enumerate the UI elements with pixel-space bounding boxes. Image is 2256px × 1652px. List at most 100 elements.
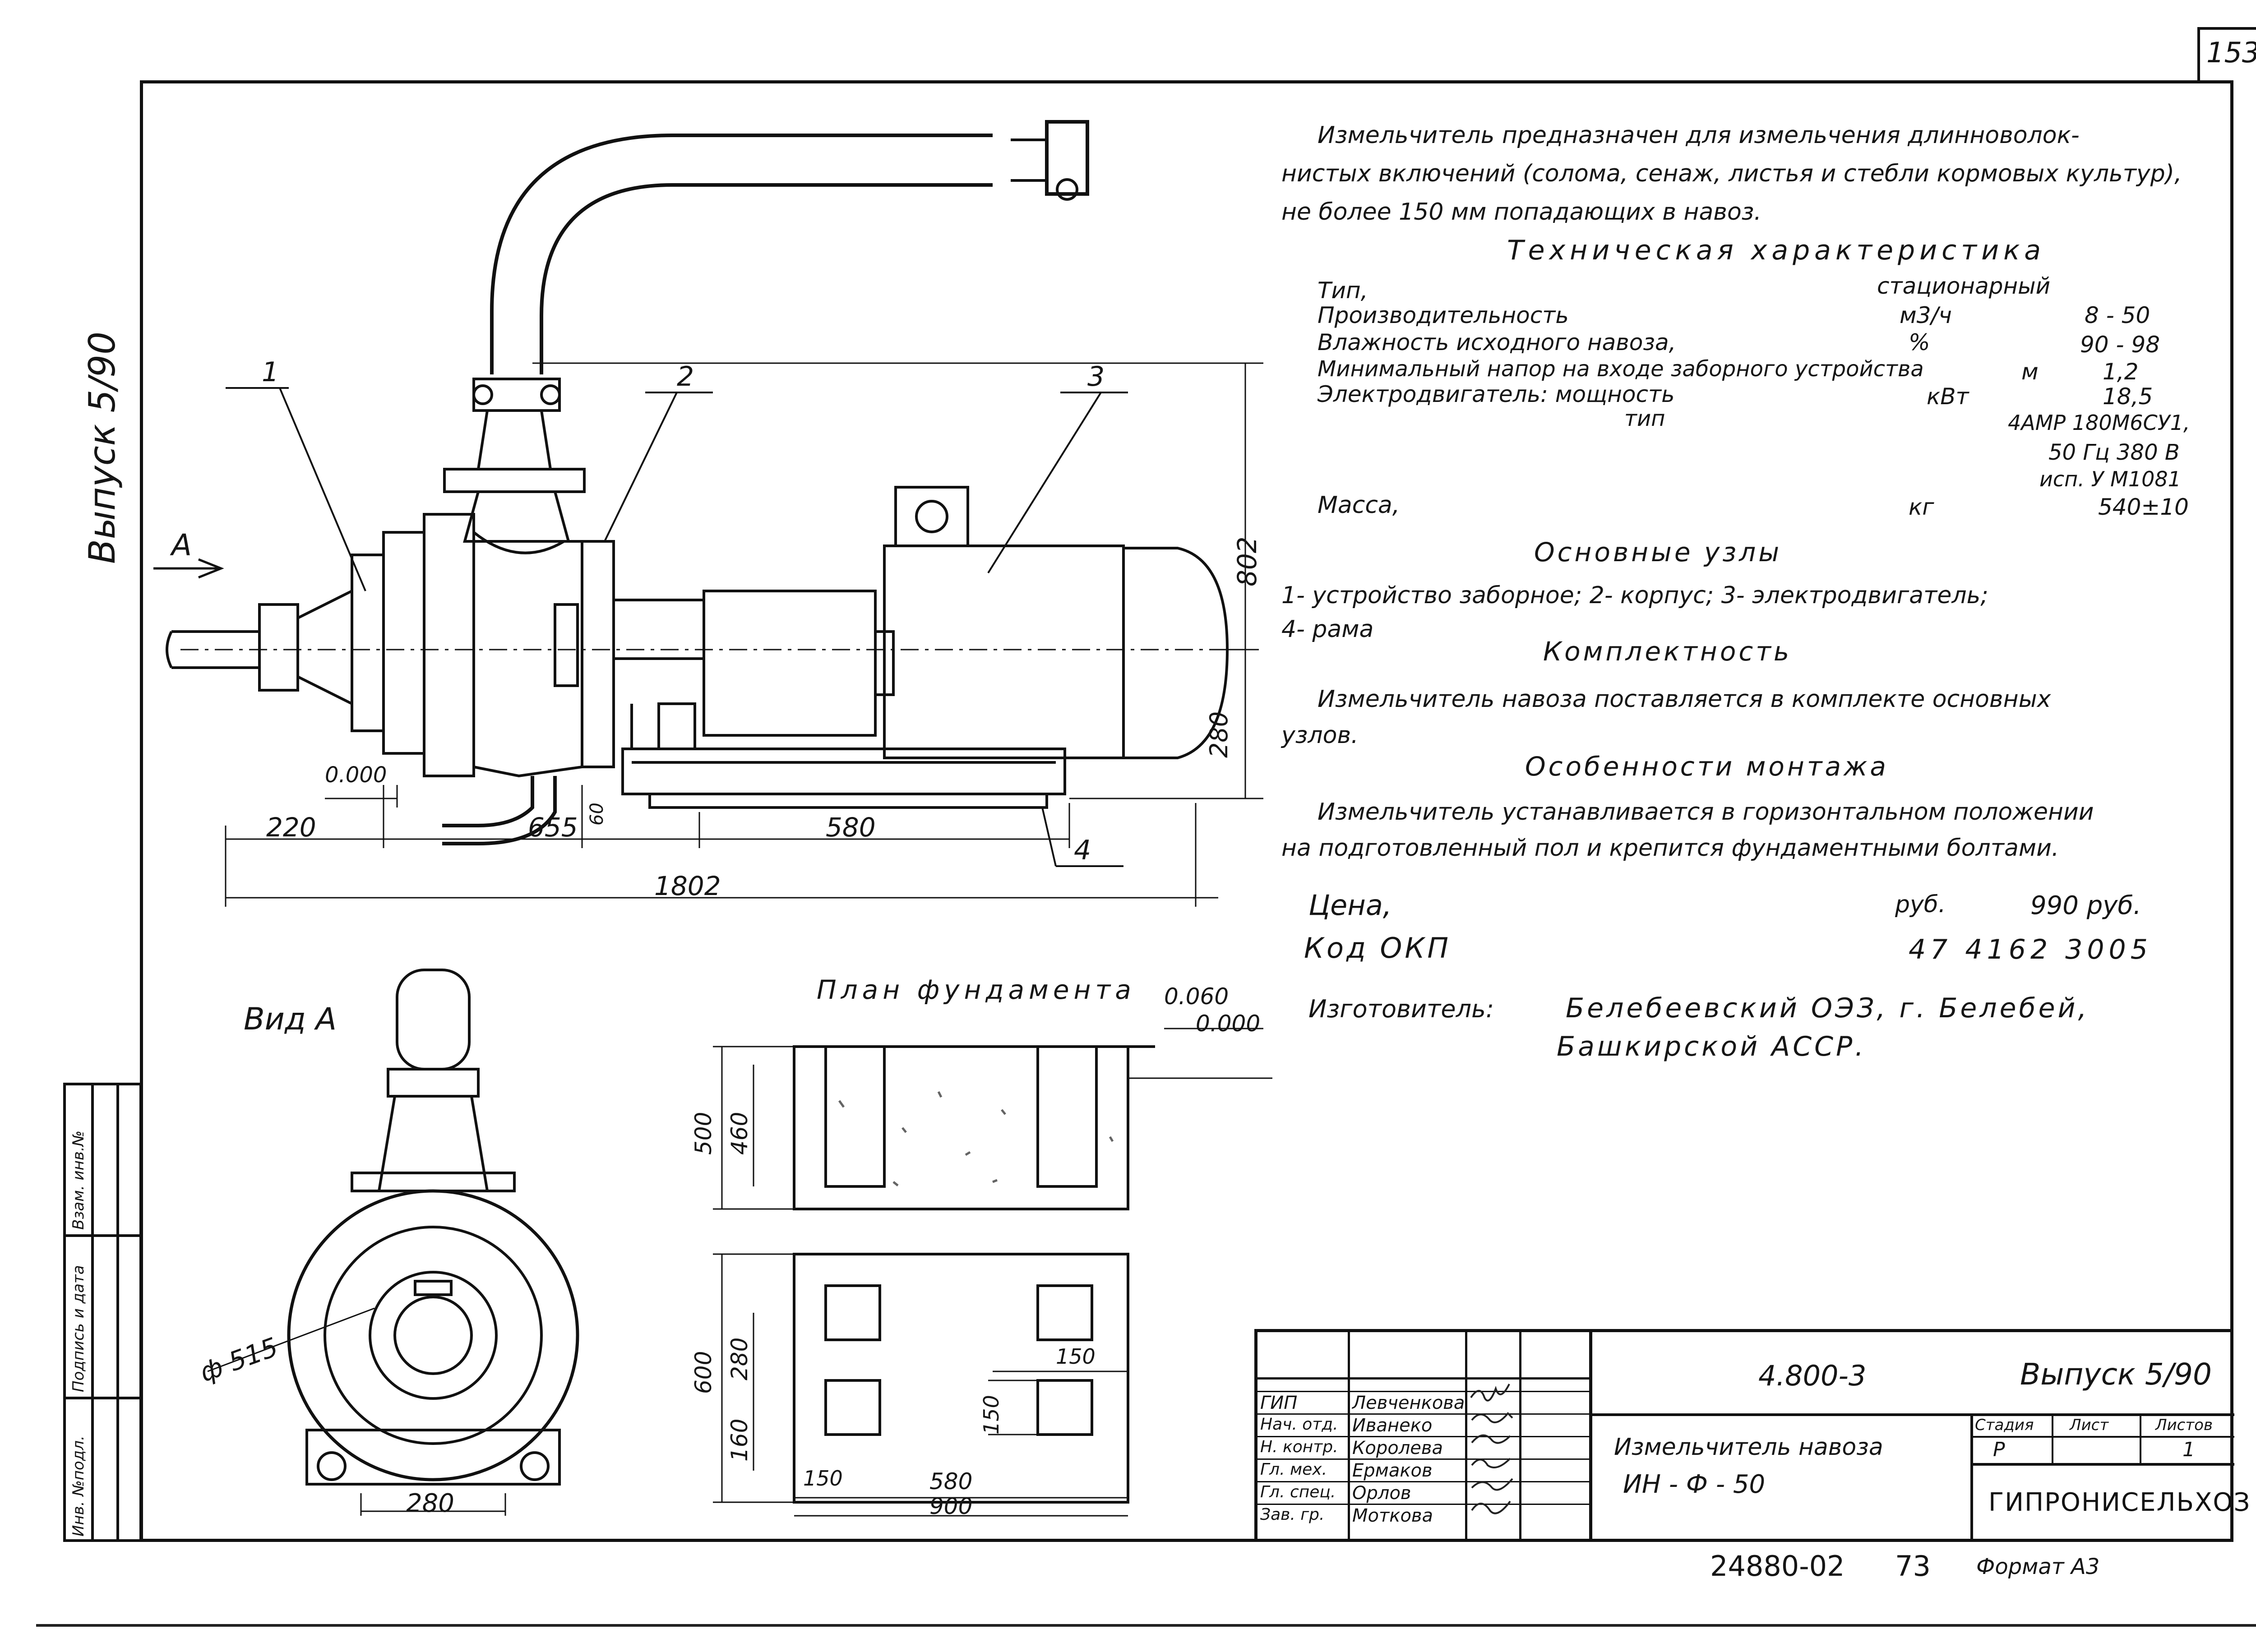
motor bbox=[883, 545, 1125, 759]
view-a-flange-outer bbox=[287, 1189, 579, 1481]
stamp-name-5: Моткова bbox=[1352, 1505, 1433, 1526]
stamp-role-1: Нач. отд. bbox=[1260, 1415, 1338, 1434]
drain-pipe bbox=[442, 776, 534, 827]
foundation-plan bbox=[793, 1253, 1129, 1504]
tech-row-0-label: Тип, bbox=[1318, 277, 1368, 304]
stamp-stage: Р bbox=[1993, 1438, 2005, 1461]
mount-line-2: на подготовленный пол и крепится фундаме… bbox=[1281, 835, 2059, 862]
price-value: 990 руб. bbox=[2030, 891, 2141, 920]
stamp-role-2: Н. контр. bbox=[1260, 1438, 1338, 1456]
drawing-frame bbox=[140, 80, 2233, 1542]
tech-row-4-value: 18,5 bbox=[2103, 383, 2153, 410]
description-line-1: Измельчитель предназначен для измельчени… bbox=[1318, 122, 2080, 149]
plan-900: 900 bbox=[929, 1493, 973, 1519]
tech-row-2-label: Влажность исходного навоза, bbox=[1318, 329, 1676, 355]
housing-flange-left bbox=[351, 554, 385, 732]
pipe-clamp-top bbox=[1045, 120, 1089, 196]
plan-0000: 0.000 bbox=[1196, 1011, 1261, 1037]
stamp-name-3: Ермаков bbox=[1352, 1460, 1433, 1481]
tech-row-8-value: 540±10 bbox=[2098, 494, 2189, 520]
price-label: Цена, bbox=[1308, 889, 1392, 922]
dim-280: 280 bbox=[1205, 711, 1233, 758]
tech-title: Техническая характеристика bbox=[1507, 235, 2046, 266]
okp-value: 47 4162 3005 bbox=[1909, 934, 2152, 965]
dim-280b: 280 bbox=[406, 1489, 454, 1518]
housing bbox=[472, 529, 583, 778]
maker-label: Изготовитель: bbox=[1308, 995, 1494, 1023]
tech-row-8-unit: кг bbox=[1909, 494, 1934, 520]
stamp-role-3: Гл. мех. bbox=[1260, 1460, 1327, 1479]
plan-0060: 0.060 bbox=[1164, 983, 1229, 1010]
dim-1802: 1802 bbox=[654, 871, 721, 901]
plan-150-b: 150 bbox=[1056, 1344, 1096, 1369]
stamp-role-4: Гл. спец. bbox=[1260, 1483, 1336, 1501]
plan-600: 600 bbox=[690, 1351, 717, 1394]
sheet-number: 153 bbox=[2206, 36, 2256, 69]
okp-label: Код ОКП bbox=[1304, 932, 1451, 964]
callout-2: 2 bbox=[677, 361, 694, 392]
bottom-format: Формат А3 bbox=[1976, 1554, 2100, 1579]
stamp-title-line-1: Измельчитель навоза bbox=[1614, 1434, 1883, 1461]
bottom-page: 73 bbox=[1895, 1550, 1931, 1583]
dim-60: 60 bbox=[587, 803, 607, 826]
base-frame bbox=[621, 748, 1066, 795]
plan-460: 460 bbox=[726, 1112, 753, 1155]
complete-line-1: Измельчитель навоза поставляется в компл… bbox=[1318, 686, 2051, 713]
tech-row-7-value: исп. У М1081 bbox=[2039, 467, 2181, 491]
callout-3: 3 bbox=[1087, 361, 1105, 392]
tech-row-3-unit: м bbox=[2021, 359, 2039, 385]
nodes-line-1: 1- устройство заборное; 2- корпус; 3- эл… bbox=[1281, 582, 1988, 609]
title-block: 4.800-3 Выпуск 5/90 Измельчитель навоза … bbox=[1254, 1329, 2250, 1542]
dim-802: 802 bbox=[1232, 536, 1262, 586]
nodes-line-2: 4- рама bbox=[1281, 616, 1374, 643]
stamp-stage-header: Стадия bbox=[1975, 1416, 2034, 1434]
stamp-issue: Выпуск 5/90 bbox=[2020, 1357, 2212, 1392]
stamp-role-0: ГИП bbox=[1260, 1393, 1298, 1413]
stamp-sheets-header: Листов bbox=[2155, 1416, 2213, 1434]
stamp-doc-code: 4.800-3 bbox=[1758, 1359, 1867, 1392]
tech-row-5-label: тип bbox=[1624, 406, 1665, 431]
complete-line-2: узлов. bbox=[1281, 722, 1359, 749]
signatures bbox=[1470, 1384, 1513, 1514]
plan-580: 580 bbox=[929, 1468, 973, 1495]
plan-title: План фундамента bbox=[817, 974, 1136, 1005]
pipe-clamp-low bbox=[472, 378, 561, 412]
discharge-pipe bbox=[490, 134, 993, 374]
sheet-number-box bbox=[2197, 27, 2256, 80]
tech-row-0-value: стационарный bbox=[1877, 273, 2051, 299]
side-stamp: Инв. №подл. Подпись и дата Взам. инв.№ bbox=[63, 1083, 142, 1542]
stamp-name-1: Иванеко bbox=[1352, 1415, 1433, 1436]
dim-655: 655 bbox=[528, 812, 578, 843]
plan-150-c: 150 bbox=[979, 1395, 1003, 1435]
dim-220: 220 bbox=[266, 812, 316, 843]
tech-row-5-value: 4АМР 180М6СУ1, bbox=[2008, 411, 2190, 435]
tech-row-4-unit: кВт bbox=[1927, 383, 1969, 410]
stamp-name-0: Левченкова bbox=[1352, 1393, 1465, 1413]
tech-row-4-label: Электродвигатель: мощность bbox=[1318, 381, 1675, 407]
description-line-2: нистых включений (солома, сенаж, листья … bbox=[1281, 160, 2182, 187]
mount-line-1: Измельчитель устанавливается в горизонта… bbox=[1318, 798, 2094, 826]
plan-500: 500 bbox=[690, 1112, 717, 1155]
arrow-a-label: А bbox=[171, 528, 192, 563]
tech-row-2-value: 90 - 98 bbox=[2080, 332, 2160, 358]
stamp-role-5: Зав. гр. bbox=[1260, 1505, 1325, 1524]
mount-title: Особенности монтажа bbox=[1525, 751, 1889, 782]
bottom-rule bbox=[36, 1624, 2256, 1627]
dim-0000: 0.000 bbox=[325, 762, 387, 788]
maker-line-2: Башкирской АССР. bbox=[1557, 1031, 1867, 1062]
tech-row-1-label: Производительность bbox=[1318, 302, 1569, 328]
complete-title: Комплектность bbox=[1543, 636, 1792, 667]
tech-row-1-value: 8 - 50 bbox=[2085, 302, 2150, 328]
stamp-title-line-2: ИН - Ф - 50 bbox=[1623, 1470, 1766, 1499]
tech-row-3-value: 1,2 bbox=[2103, 359, 2139, 385]
intake-cone bbox=[296, 590, 353, 705]
stamp-organization: ГИПРОНИСЕЛЬХОЗ bbox=[1988, 1488, 2251, 1517]
coupling bbox=[703, 590, 877, 737]
callout-4: 4 bbox=[1074, 835, 1091, 866]
plan-150-a: 150 bbox=[803, 1466, 843, 1490]
nodes-title: Основные узлы bbox=[1534, 537, 1782, 568]
plan-280: 280 bbox=[726, 1337, 753, 1380]
view-a-title: Вид А bbox=[244, 1001, 337, 1037]
stamp-sheet-header: Лист bbox=[2070, 1416, 2109, 1434]
